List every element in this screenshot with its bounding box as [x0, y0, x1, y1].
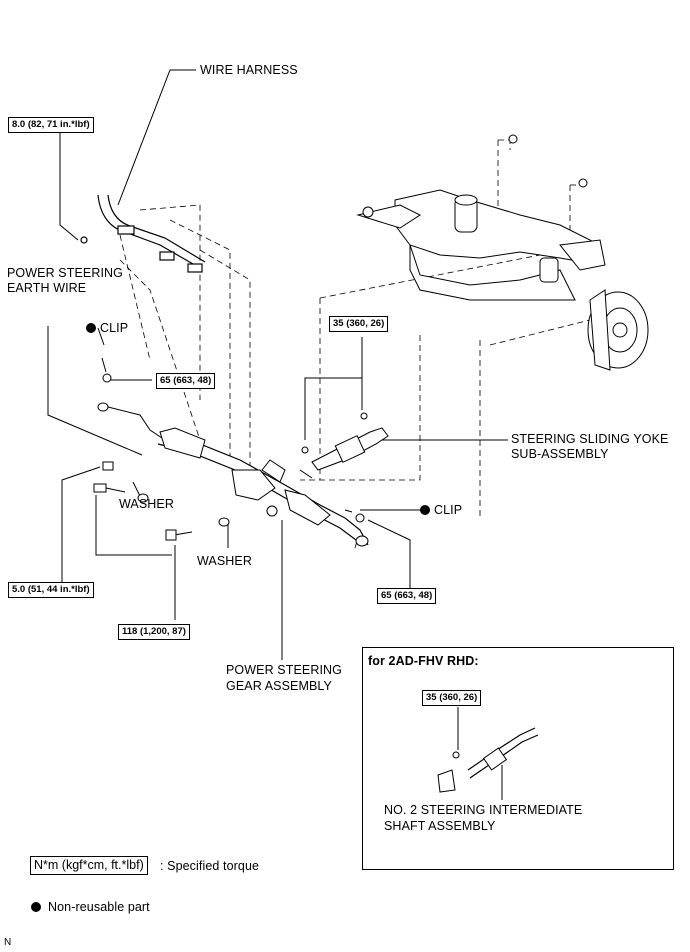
leader-torque-harness — [59, 133, 79, 241]
leader-bolt-small — [61, 466, 101, 582]
figure-code: N — [4, 937, 12, 948]
label-clip-left: CLIP — [86, 321, 128, 336]
leader-torque-clip-right — [367, 519, 411, 588]
label-shaft-1: NO. 2 STEERING INTERMEDIATE — [384, 803, 583, 817]
torque-harness: 8.0 (82, 71 in.*lbf) — [8, 117, 94, 133]
torque-clip-left: 65 (663, 48) — [156, 373, 216, 389]
label-earth-wire-2: EARTH WIRE — [7, 281, 87, 295]
legend-dot — [31, 902, 41, 912]
label-gear-2: GEAR ASSEMBLY — [226, 679, 332, 693]
legend-torque-unit: N*m (kgf*cm, ft.*lbf) — [30, 856, 148, 875]
nonreusable-dot-icon — [420, 505, 430, 515]
leader-torque-yoke — [304, 337, 363, 440]
leader-bolt-main-2 — [95, 495, 172, 556]
leader-earth-wire — [47, 326, 143, 456]
inset-title: for 2AD-FHV RHD: — [368, 654, 479, 668]
torque-inset: 35 (360, 26) — [422, 690, 482, 706]
label-wire-harness: WIRE HARNESS — [200, 63, 298, 77]
label-yoke-2: SUB-ASSEMBLY — [511, 447, 609, 461]
torque-clip-right: 65 (663, 48) — [377, 588, 437, 604]
label-gear-1: POWER STEERING — [226, 663, 342, 677]
leader-washer-1 — [132, 481, 141, 497]
leader-wire-harness — [117, 69, 196, 206]
torque-yoke: 35 (360, 26) — [329, 316, 389, 332]
label-washer-2: WASHER — [197, 554, 253, 568]
inset-panel — [362, 647, 674, 870]
wire-harness-art — [80, 194, 206, 273]
legend-torque-text: : Specified torque — [160, 859, 260, 873]
torque-bolt-small: 5.0 (51, 44 in.*lbf) — [8, 582, 94, 598]
inset-shaft-art — [437, 727, 539, 793]
label-yoke-1: STEERING SLIDING YOKE — [511, 432, 669, 446]
steering-gear-art — [97, 402, 369, 547]
label-washer-1: WASHER — [119, 497, 175, 511]
leader-clip-left — [97, 327, 105, 346]
crossmember — [356, 134, 649, 371]
label-earth-wire-1: POWER STEERING — [7, 266, 123, 280]
nonreusable-dot-icon — [86, 323, 96, 333]
clip-left-text: CLIP — [100, 321, 129, 335]
torque-bolt-main: 118 (1,200, 87) — [118, 624, 190, 640]
label-clip-right: CLIP — [420, 503, 462, 518]
sliding-yoke-art — [299, 412, 389, 479]
hardware — [93, 357, 365, 541]
legend-nonreusable: Non-reusable part — [48, 900, 150, 914]
label-shaft-2: SHAFT ASSEMBLY — [384, 819, 496, 833]
clip-right-text: CLIP — [434, 503, 463, 517]
